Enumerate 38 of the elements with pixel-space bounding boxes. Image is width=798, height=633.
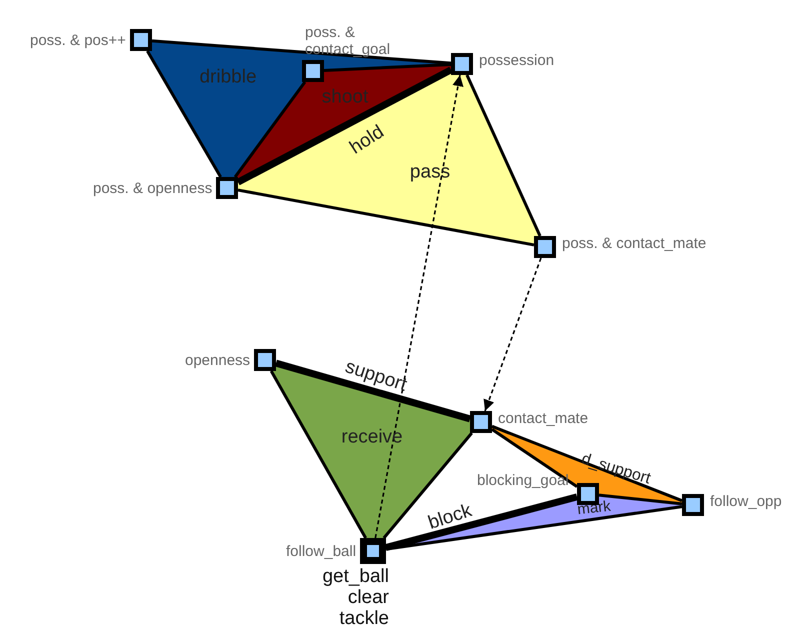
edge-line [238, 188, 534, 246]
action-label: get_ball [322, 566, 389, 587]
vertex-label: poss. & openness [93, 180, 212, 196]
edge-label: support [342, 356, 410, 396]
vertex-label: possession [479, 52, 554, 68]
edge-line [236, 66, 453, 186]
edge-line [152, 39, 452, 65]
edge-line [385, 494, 578, 551]
edge-line [386, 505, 682, 551]
action-label: tackle [338, 608, 389, 629]
region-label: receive [341, 426, 403, 448]
arrow [374, 74, 464, 538]
action-label: clear [346, 587, 389, 608]
vertex-label: blocking_goal [477, 472, 569, 489]
vertex-label: poss. & contact_goal [305, 24, 392, 58]
region-label: pass [410, 162, 450, 182]
edge-line [491, 428, 578, 488]
edge-line [146, 50, 222, 178]
region-label: shoot [322, 86, 368, 108]
vertex-label: poss. & contact_mate [562, 234, 706, 252]
vertex-label: follow_opp [710, 492, 782, 510]
region-label: mark [576, 496, 612, 520]
vertex-label: openness [185, 352, 250, 368]
edge-line [234, 81, 306, 178]
vertex-label: follow_ball [286, 542, 356, 560]
edge-line [598, 494, 682, 506]
region-label: dribble [199, 66, 257, 88]
vertex-label: poss. & pos++ [30, 32, 126, 48]
edge-line [466, 74, 542, 237]
edge-label: hold [346, 121, 388, 159]
edge-line [275, 360, 471, 422]
edge-line [491, 424, 683, 502]
vertex-label: contact_mate [498, 410, 588, 426]
edge-line [324, 63, 452, 72]
edge-line [382, 432, 473, 539]
edge-label: block [426, 500, 474, 534]
arrow [484, 258, 542, 412]
edge-line [270, 370, 367, 539]
